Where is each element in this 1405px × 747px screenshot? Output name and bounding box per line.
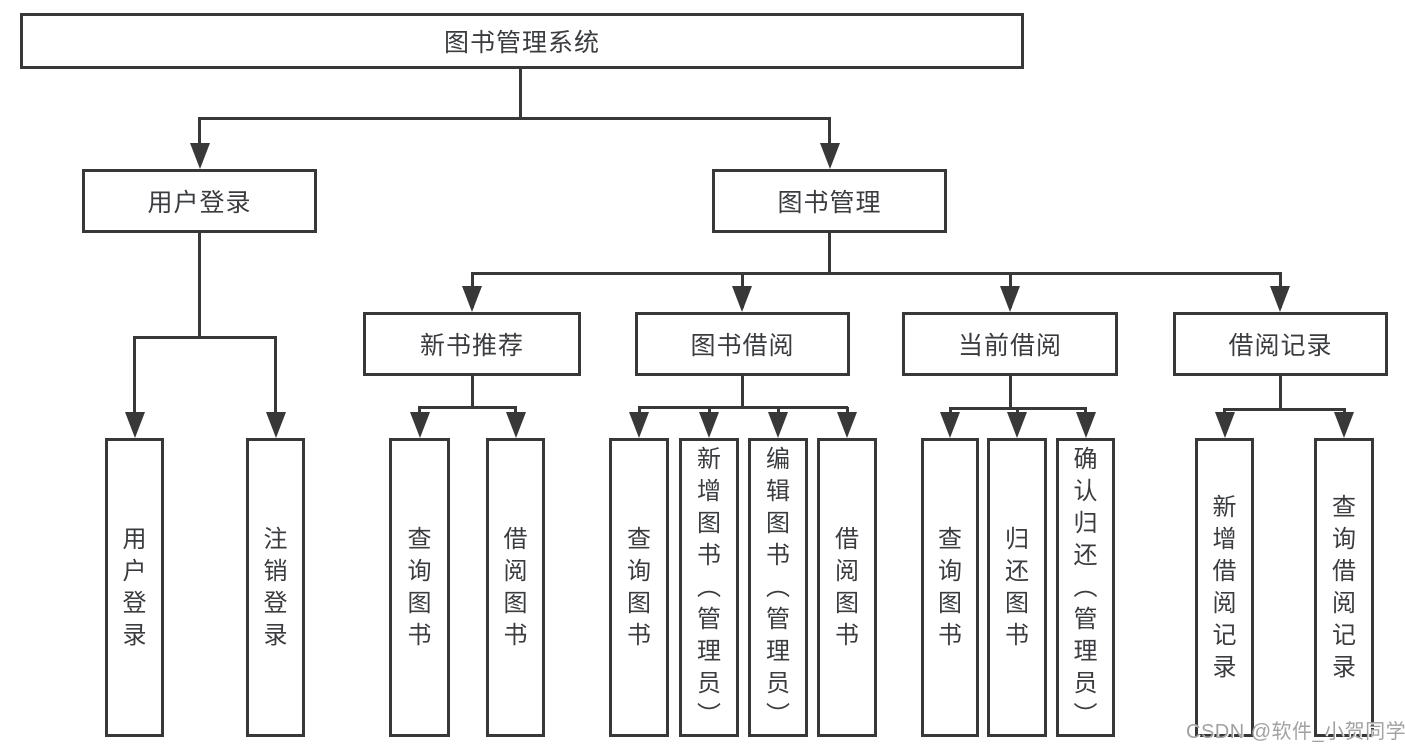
leaf-node-query-books-recommend: 查询图书 xyxy=(389,438,450,737)
node-label: 借阅图书 xyxy=(835,525,859,649)
connector-line xyxy=(133,337,136,432)
node-label: 新增借阅记录 xyxy=(1212,493,1237,681)
leaf-node-return-books: 归还图书 xyxy=(987,438,1047,737)
arrow-down-icon xyxy=(189,143,210,169)
connector-line xyxy=(828,118,831,163)
arrow-down-icon xyxy=(505,412,526,438)
leaf-node-borrow-books: 借阅图书 xyxy=(817,438,877,737)
arrow-down-icon xyxy=(940,412,960,438)
node-label: 新增图书︵管理员︶ xyxy=(697,445,721,729)
leaf-node-query-borrow-record: 查询借阅记录 xyxy=(1314,438,1374,737)
leaf-node-edit-books-admin: 编辑图书︵管理员︶ xyxy=(748,438,808,737)
node-label: 查询图书 xyxy=(627,525,651,649)
node-label: 查询图书 xyxy=(938,525,962,649)
arrow-down-icon xyxy=(699,412,719,438)
node-book-borrowing: 图书借阅 xyxy=(635,312,850,376)
connector-line xyxy=(828,233,831,273)
node-label: 归还图书 xyxy=(1005,525,1029,649)
node-borrowing-records: 借阅记录 xyxy=(1173,312,1388,376)
connector-line xyxy=(470,271,1282,275)
node-label: 查询图书 xyxy=(407,525,432,649)
leaf-node-borrow-books-recommend: 借阅图书 xyxy=(486,438,545,737)
connector-line xyxy=(198,118,201,163)
node-label: 图书管理系统 xyxy=(443,29,600,57)
connector-line xyxy=(418,405,517,409)
connector-line xyxy=(274,337,277,432)
node-label: 新书推荐 xyxy=(419,332,524,360)
leaf-node-user-login: 用户登录 xyxy=(105,438,164,737)
arrow-down-icon xyxy=(1000,286,1020,312)
arrow-down-icon xyxy=(462,286,482,312)
connector-line xyxy=(133,335,277,339)
arrow-down-icon xyxy=(124,412,145,438)
node-label: 图书借阅 xyxy=(690,332,795,360)
leaf-node-logout: 注销登录 xyxy=(246,438,305,737)
node-label: 查询借阅记录 xyxy=(1332,493,1356,681)
connector-line xyxy=(518,69,522,118)
node-label: 当前借阅 xyxy=(957,332,1062,360)
arrow-down-icon xyxy=(629,412,649,438)
leaf-node-add-books-admin: 新增图书︵管理员︶ xyxy=(679,438,739,737)
leaf-node-query-books-current: 查询图书 xyxy=(921,438,979,737)
node-label: 借阅图书 xyxy=(503,525,528,649)
node-library-management-system: 图书管理系统 xyxy=(20,13,1024,69)
leaf-node-confirm-return-admin: 确认归还︵管理员︶ xyxy=(1056,438,1115,737)
node-user-login: 用户登录 xyxy=(82,169,317,233)
node-label: 确认归还︵管理员︶ xyxy=(1073,445,1098,729)
arrow-down-icon xyxy=(409,412,430,438)
arrow-down-icon xyxy=(1075,412,1096,438)
arrow-down-icon xyxy=(1007,412,1027,438)
node-label: 图书管理 xyxy=(777,189,882,217)
node-current-borrowing: 当前借阅 xyxy=(902,312,1118,376)
leaf-node-query-books-borrowing: 查询图书 xyxy=(609,438,669,737)
csdn-watermark: CSDN @软件_小贺同学 xyxy=(1186,721,1405,743)
node-label: 用户登录 xyxy=(122,525,147,649)
node-label: 借阅记录 xyxy=(1228,332,1333,360)
node-book-management: 图书管理 xyxy=(712,169,947,233)
connector-line xyxy=(470,376,474,407)
connector-line xyxy=(198,233,201,337)
node-new-book-recommendation: 新书推荐 xyxy=(363,312,581,376)
arrow-down-icon xyxy=(265,412,286,438)
connector-line xyxy=(198,116,831,120)
arrow-down-icon xyxy=(732,286,752,312)
node-label: 编辑图书︵管理员︶ xyxy=(766,445,790,729)
arrow-down-icon xyxy=(837,412,857,438)
connector-line xyxy=(1223,407,1346,411)
connector-line xyxy=(1278,376,1282,409)
arrow-down-icon xyxy=(1214,412,1235,438)
node-label: 用户登录 xyxy=(147,189,252,217)
leaf-node-add-borrow-record: 新增借阅记录 xyxy=(1195,438,1254,737)
arrow-down-icon xyxy=(819,143,840,169)
arrow-down-icon xyxy=(768,412,788,438)
connector-line xyxy=(638,405,848,409)
connector-line xyxy=(740,376,744,407)
connector-line xyxy=(1008,376,1012,408)
arrow-down-icon xyxy=(1270,286,1290,312)
node-label: 注销登录 xyxy=(263,525,288,649)
arrow-down-icon xyxy=(1334,412,1354,438)
